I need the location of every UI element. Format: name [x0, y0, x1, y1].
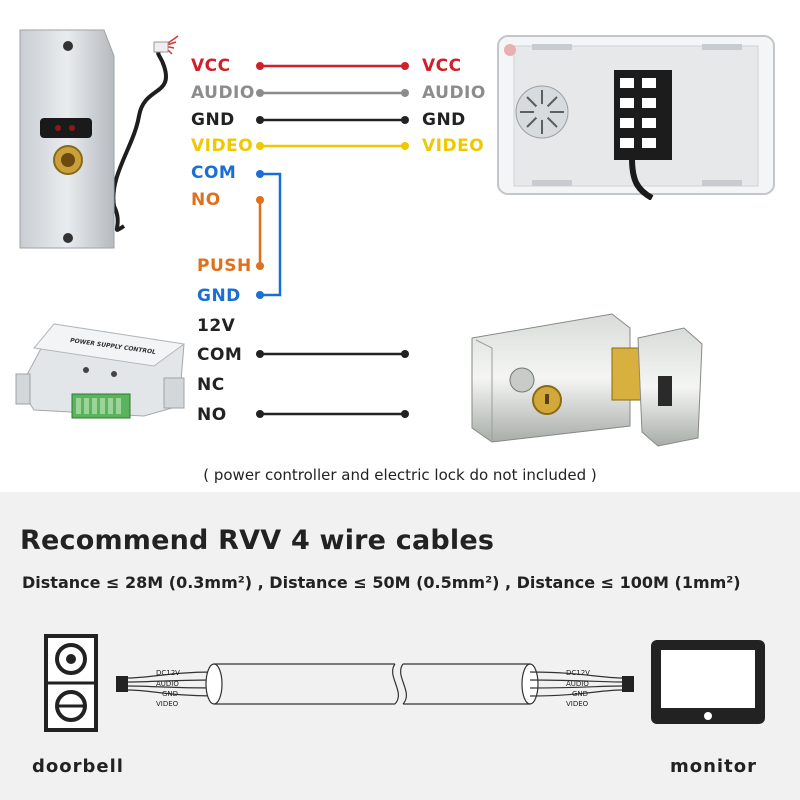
label-gnd-controller: GND: [197, 286, 241, 306]
doorbell-camera-image: [19, 29, 179, 249]
doorbell-icon: [44, 634, 98, 732]
label-vcc-right: VCC: [422, 56, 462, 76]
label-video-right: VIDEO: [422, 136, 485, 156]
wire-dot: [401, 350, 409, 358]
label-video-left: VIDEO: [191, 136, 254, 156]
label-gnd-left: GND: [191, 110, 235, 130]
indoor-monitor-image: [497, 35, 775, 200]
wire-dot: [401, 142, 409, 150]
wire-dot: [256, 142, 264, 150]
distance-spec: Distance ≤ 28M (0.3mm²) , Distance ≤ 50M…: [22, 573, 741, 592]
wire-dot: [256, 410, 264, 418]
cable-label-gnd-right: GND: [572, 690, 588, 698]
wire-dot: [256, 62, 264, 70]
wire-dot: [256, 291, 264, 299]
label-no-left: NO: [191, 190, 221, 210]
cable-label-video-right: VIDEO: [566, 700, 589, 708]
cable-label-audio-right: AUDIO: [566, 680, 589, 688]
wire-dot: [256, 196, 264, 204]
power-supply-controller-image: POWER SUPPLY CONTROL: [15, 323, 186, 419]
wiring-diagram: [256, 62, 409, 418]
wire-dot: [256, 116, 264, 124]
cable-label-gnd-left: GND: [162, 690, 178, 698]
label-audio-right: AUDIO: [422, 83, 486, 103]
wire-dot: [401, 62, 409, 70]
recommend-title: Recommend RVV 4 wire cables: [20, 525, 495, 556]
cable-label-audio-left: AUDIO: [156, 680, 179, 688]
label-12v: 12V: [197, 316, 236, 336]
wire-dot: [256, 170, 264, 178]
cable-label-video-left: VIDEO: [156, 700, 179, 708]
label-vcc-left: VCC: [191, 56, 231, 76]
cable-label-dc12v-left: DC12V: [156, 669, 180, 677]
monitor-caption: monitor: [670, 756, 757, 777]
doorbell-caption: doorbell: [32, 756, 124, 777]
label-audio-left: AUDIO: [191, 83, 255, 103]
label-no-controller: NO: [197, 405, 227, 425]
monitor-icon: [651, 640, 765, 724]
wire-dot: [256, 350, 264, 358]
label-gnd-right: GND: [422, 110, 466, 130]
label-com-left: COM: [191, 163, 237, 183]
electric-lock-image: [471, 313, 703, 447]
label-push: PUSH: [197, 256, 252, 276]
disclaimer-note: ( power controller and electric lock do …: [203, 466, 597, 484]
wire-dot: [401, 116, 409, 124]
wire-dot: [256, 262, 264, 270]
label-nc: NC: [197, 375, 225, 395]
wire-dot: [401, 89, 409, 97]
wire-dot: [256, 89, 264, 97]
cable-label-dc12v-right: DC12V: [566, 669, 590, 677]
cable-diagram: DC12V AUDIO GND VIDEO DC12V AUDIO GND VI…: [116, 663, 634, 708]
label-com-controller: COM: [197, 345, 243, 365]
wire-dot: [401, 410, 409, 418]
